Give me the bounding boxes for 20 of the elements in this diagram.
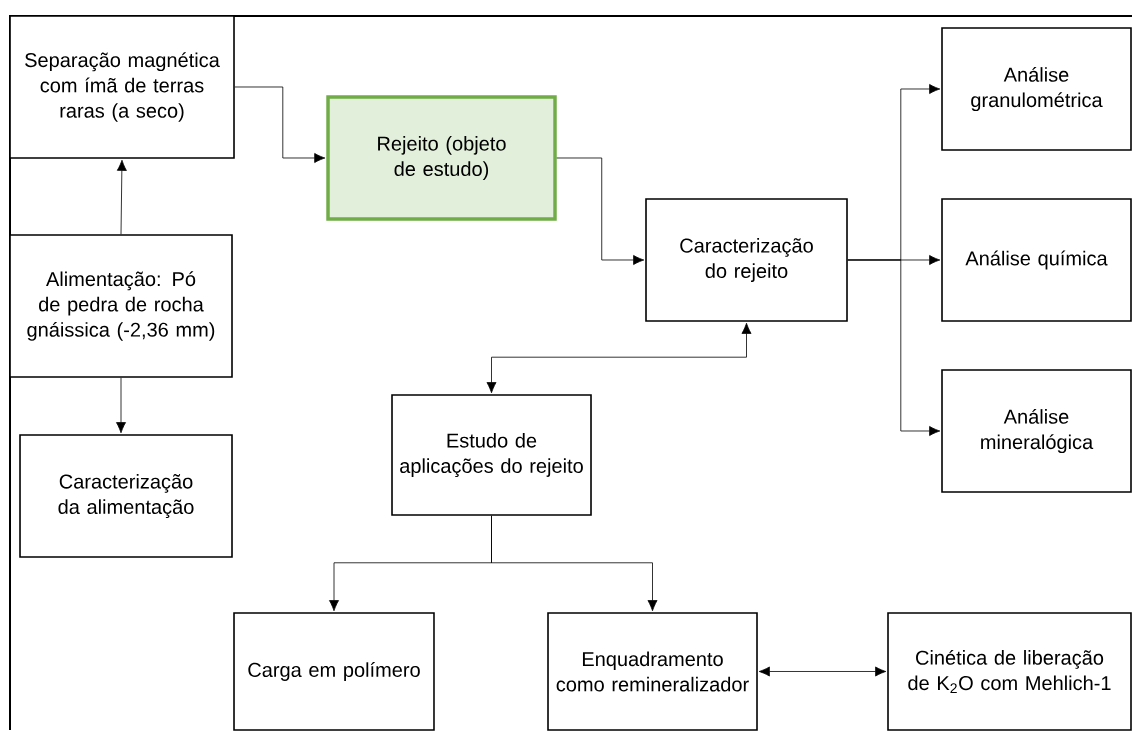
process-box: Enquadramento como remineralizador (547, 612, 758, 731)
highlighted-box: Rejeito (objeto de estudo) (326, 95, 557, 221)
arrow (116, 377, 126, 434)
process-box: Análise granulométrica (941, 27, 1132, 151)
arrow (234, 86, 326, 163)
arrow (116, 159, 127, 235)
process-box: Estudo de aplicações do rejeito (391, 394, 592, 516)
process-box: Alimentação: Pó de pedra de rocha gnáissica (-2,36 mm) (9, 234, 233, 378)
arrow (491, 515, 658, 612)
process-box: Caracterização do rejeito (645, 198, 848, 322)
process-box: Caracterização da alimentação (19, 434, 233, 558)
arrow (847, 259, 941, 436)
process-box: Análise química (941, 198, 1132, 322)
process-box: Cinética de liberação de K$_{2}$O com Mehlich-1 (887, 612, 1132, 731)
process-box: Separação magnética com ímã de terras raras (a seco) (9, 15, 235, 159)
process-box: Análise mineralógica (941, 369, 1132, 493)
arrow (486, 322, 752, 394)
arrow (758, 666, 887, 677)
process-box: Carga em polímero (233, 612, 435, 731)
arrow (556, 157, 645, 265)
